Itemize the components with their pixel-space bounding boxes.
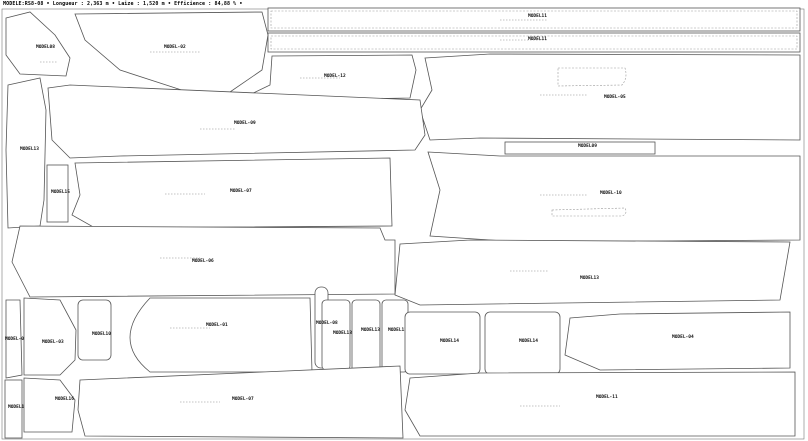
pattern-piece[interactable]: MODEL-03 xyxy=(5,299,27,379)
piece-label: MODEL13 xyxy=(20,146,39,152)
piece-label: MODEL-07 xyxy=(230,188,252,194)
pattern-piece[interactable]: MODEL-05 xyxy=(419,53,801,141)
pattern-piece[interactable]: MODEL11 xyxy=(267,32,801,53)
piece-label: MODEL10 xyxy=(92,331,111,337)
label-overlay: MODEL-08 xyxy=(316,320,338,326)
piece-label: MODEL16 xyxy=(55,396,74,402)
pattern-piece[interactable]: MODEL09 xyxy=(504,141,656,155)
piece-label: MODEL-05 xyxy=(604,94,626,100)
pattern-piece[interactable]: MODEL08 xyxy=(5,11,71,77)
pattern-piece[interactable]: MODEL10 xyxy=(77,299,112,361)
pattern-piece[interactable]: MODEL-02 xyxy=(74,11,269,97)
pattern-piece[interactable]: MODEL-03 xyxy=(23,297,77,376)
pattern-piece[interactable]: MODEL12 xyxy=(4,379,27,439)
pattern-piece[interactable]: MODEL-04 xyxy=(564,311,791,371)
marker-info-header: MODELE:RS8-08 • Longueur : 2,363 m • Lai… xyxy=(3,1,243,7)
piece-label: MODEL11 xyxy=(528,36,547,42)
piece-label: MODEL14 xyxy=(519,338,538,344)
piece-label: MODEL-03 xyxy=(42,339,64,345)
pattern-piece[interactable]: MODEL-11 xyxy=(404,371,796,437)
piece-label: MODEL15 xyxy=(51,189,70,195)
piece-label: MODEL13 xyxy=(361,327,380,333)
pattern-piece[interactable]: MODEL13 xyxy=(381,299,409,373)
piece-label: MODEL-03 xyxy=(5,336,27,342)
piece-label: MODEL13 xyxy=(388,327,407,333)
piece-label: MODEL-09 xyxy=(234,120,256,126)
piece-label: MODEL08 xyxy=(36,44,55,50)
pattern-piece[interactable]: MODEL11 xyxy=(267,7,801,32)
piece-label: MODEL11 xyxy=(528,13,547,19)
piece-label: MODEL-08 xyxy=(316,320,338,326)
pattern-piece[interactable]: MODEL-10 xyxy=(427,151,801,243)
pattern-piece[interactable]: MODEL-09 xyxy=(47,84,426,159)
pattern-piece[interactable]: MODEL-07 xyxy=(77,365,404,439)
piece-label: MODEL13 xyxy=(333,330,352,336)
pattern-piece[interactable]: MODEL16 xyxy=(23,377,76,433)
piece-label: MODEL-01 xyxy=(206,322,228,328)
piece-label: MODEL-06 xyxy=(192,258,214,264)
pattern-piece[interactable]: MODEL-07 xyxy=(71,157,393,229)
piece-label: MODEL-10 xyxy=(600,190,622,196)
piece-label: MODEL13 xyxy=(580,275,599,281)
pattern-piece[interactable]: MODEL-12 xyxy=(244,54,417,101)
piece-label: MODEL-02 xyxy=(164,44,186,50)
pattern-piece[interactable]: MODEL15 xyxy=(46,164,70,223)
piece-label: MODEL14 xyxy=(440,338,459,344)
pattern-piece[interactable]: MODEL14 xyxy=(404,311,481,375)
pattern-piece[interactable]: MODEL13 xyxy=(321,299,352,371)
piece-label: MODEL-11 xyxy=(596,394,618,400)
pattern-piece[interactable]: MODEL13 xyxy=(394,239,791,306)
pattern-piece[interactable]: MODEL14 xyxy=(484,311,561,375)
piece-label: MODEL09 xyxy=(578,143,597,149)
piece-label: MODEL12 xyxy=(8,404,27,410)
pattern-piece[interactable]: MODEL13 xyxy=(351,299,381,373)
piece-label: MODEL-07 xyxy=(232,396,254,402)
pattern-piece[interactable]: MODEL13 xyxy=(5,77,47,229)
piece-label: MODEL-12 xyxy=(324,73,346,79)
pattern-piece[interactable]: MODEL-01 xyxy=(129,297,313,373)
pattern-piece[interactable]: MODEL-06 xyxy=(11,225,396,298)
piece-label: MODEL-04 xyxy=(672,334,694,340)
